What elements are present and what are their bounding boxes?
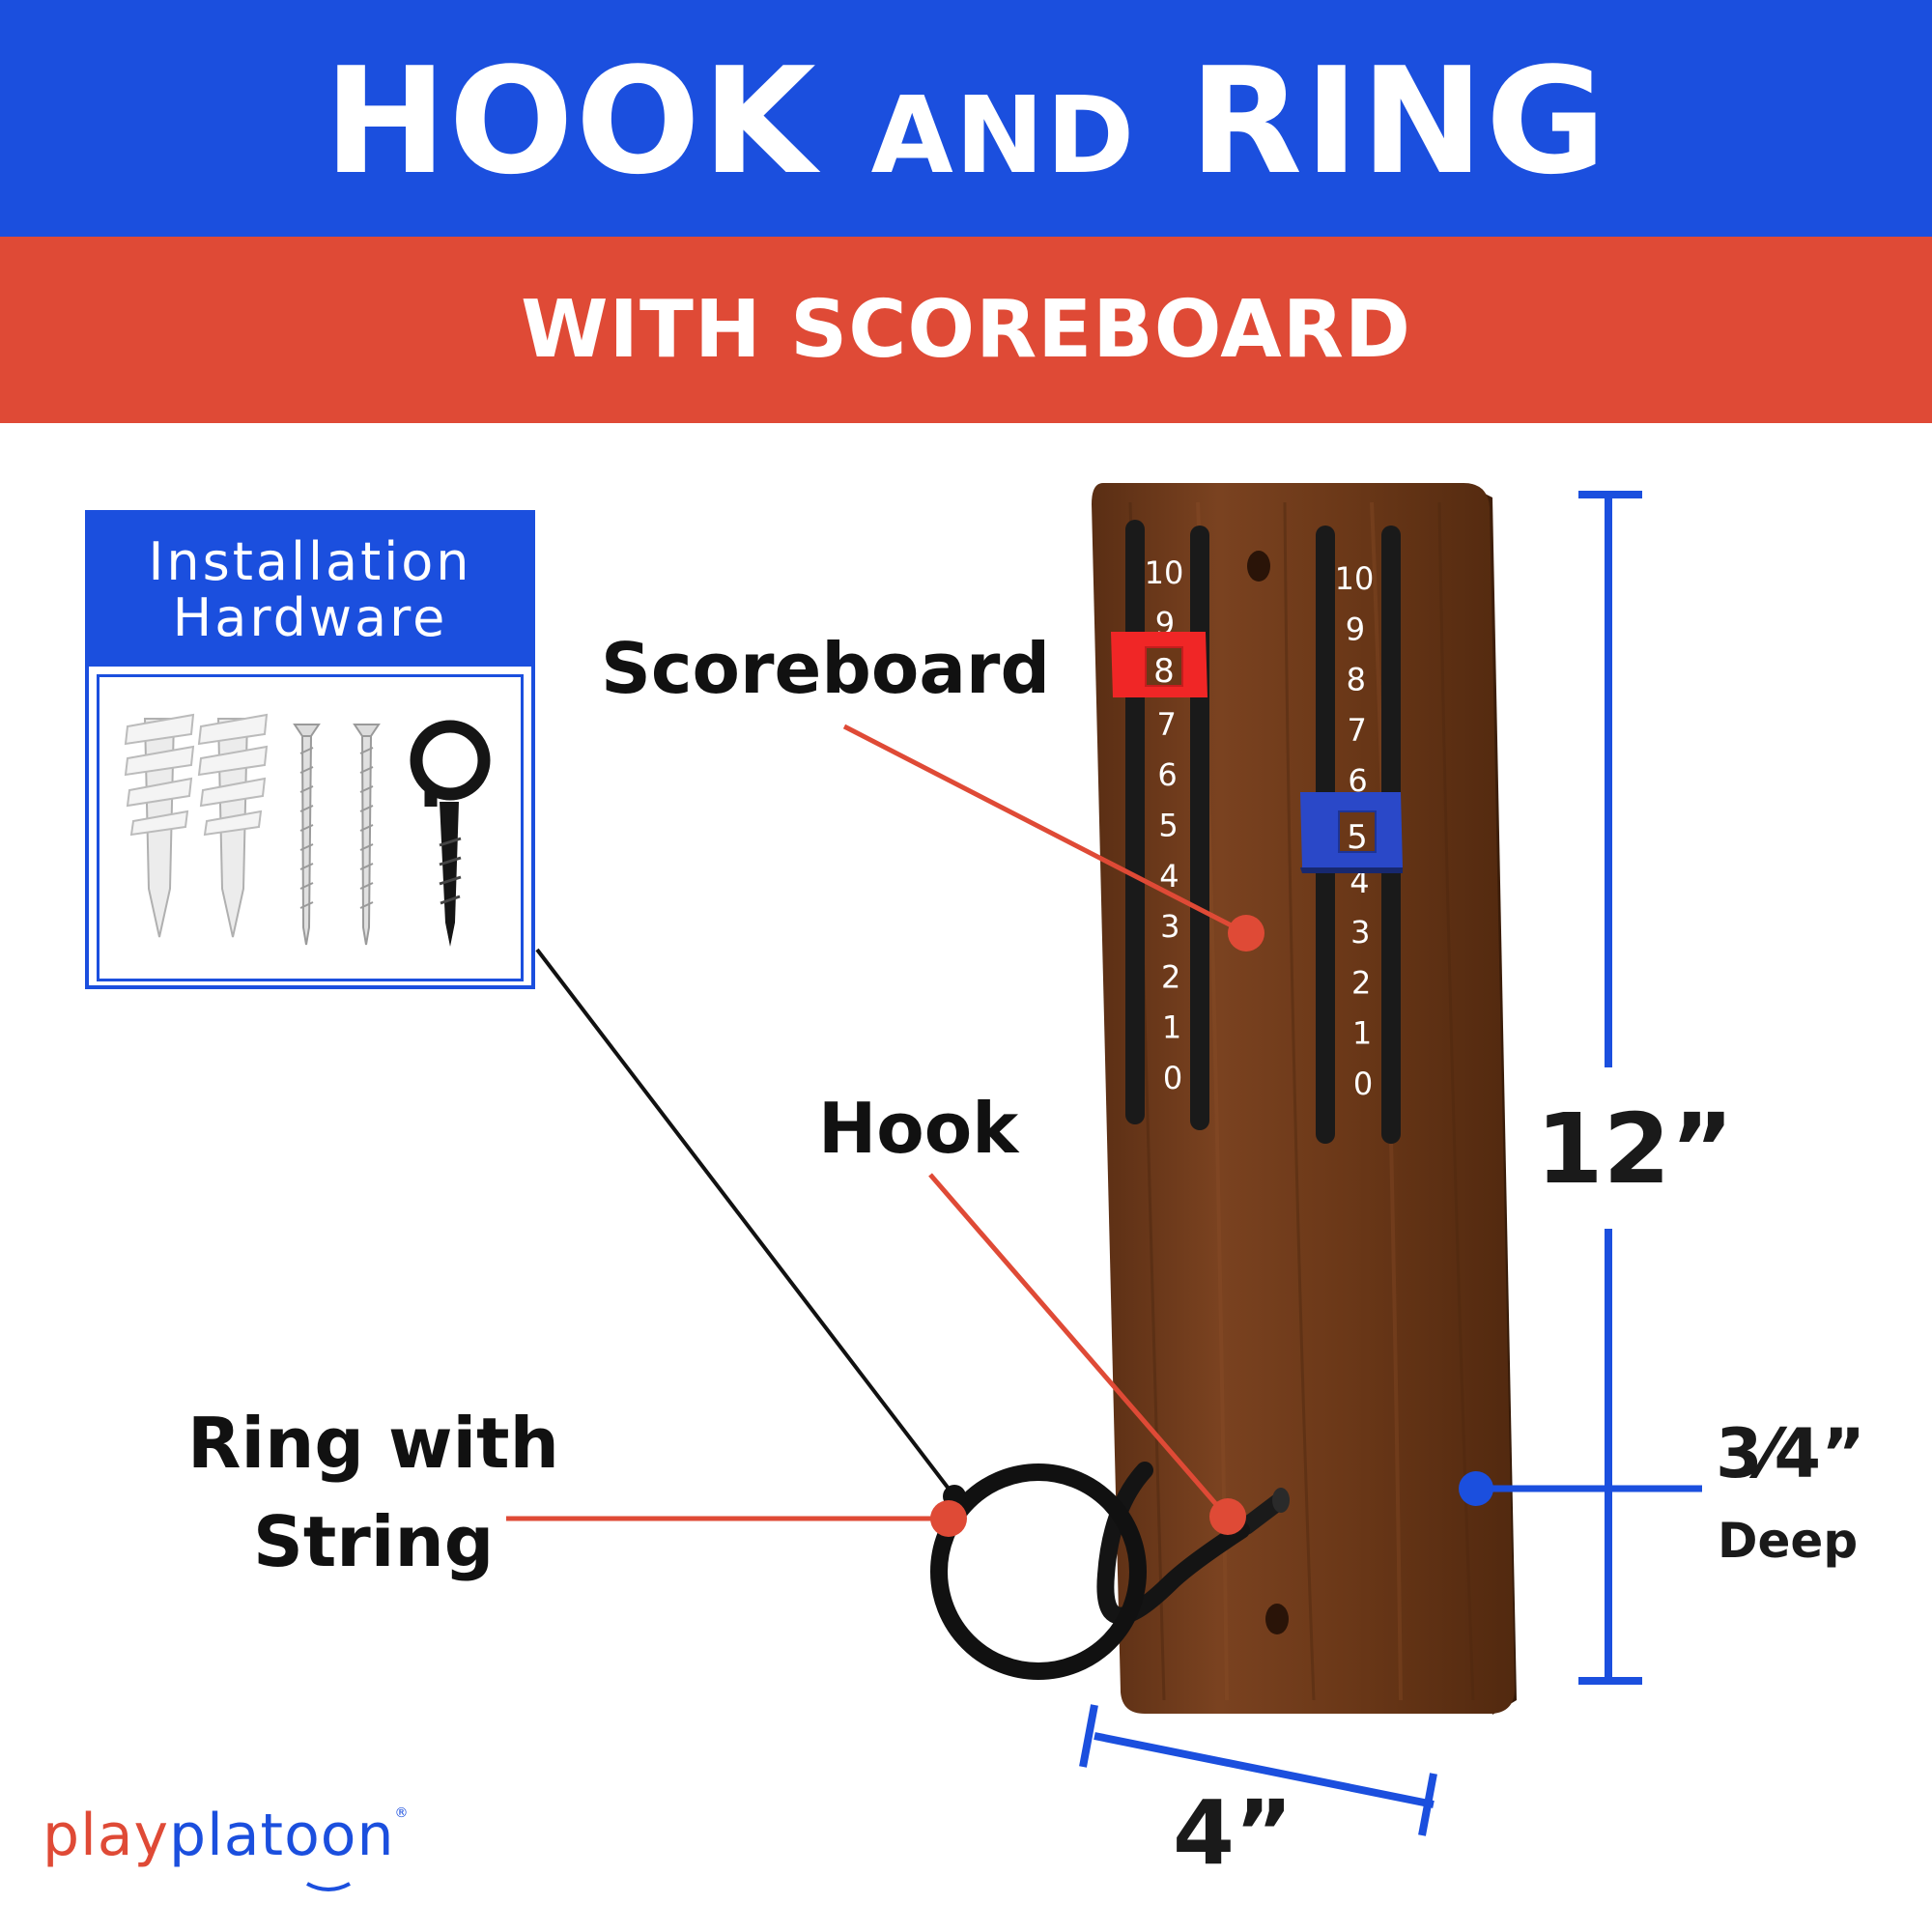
width-dimension: 4” <box>1173 1781 1293 1885</box>
right-score-number: 6 <box>1348 762 1367 799</box>
title-word-ring: RING <box>1189 35 1608 207</box>
hardware-title-line2: Hardware <box>172 587 448 648</box>
red-score-marker[interactable]: 8 <box>1111 632 1208 697</box>
right-score-number: 7 <box>1348 712 1367 749</box>
right-score-number: 0 <box>1353 1065 1373 1102</box>
brand-registered-mark: ® <box>394 1805 410 1821</box>
title-banner: HOOK AND RING <box>0 0 1932 237</box>
brand-part-play: play <box>43 1802 170 1869</box>
right-score-number: 10 <box>1335 560 1375 597</box>
depth-dimension: 3⁄4” <box>1716 1414 1866 1493</box>
installation-hardware-header: Installation Hardware <box>89 514 531 667</box>
left-score-number: 2 <box>1161 958 1180 995</box>
brand-logo: playplatoon® <box>43 1806 410 1864</box>
red-marker-value: 8 <box>1153 652 1175 691</box>
wooden-board <box>1092 483 1517 1715</box>
depth-label: Deep <box>1718 1513 1859 1569</box>
blue-score-marker[interactable]: 5 <box>1300 792 1403 873</box>
ring-label-line2: String <box>253 1501 495 1582</box>
left-score-number: 10 <box>1145 554 1184 591</box>
right-score-number: 1 <box>1352 1015 1372 1052</box>
page-title: HOOK AND RING <box>324 47 1607 197</box>
hook-label: Hook <box>818 1088 1019 1169</box>
brand-part-platoon: platoon <box>169 1802 395 1869</box>
ring-label-line1: Ring with <box>187 1403 559 1484</box>
hardware-title-line1: Installation <box>148 531 472 592</box>
left-score-number: 4 <box>1159 858 1179 895</box>
left-score-number: 6 <box>1157 756 1177 793</box>
left-score-number: 0 <box>1163 1060 1182 1096</box>
title-word-and: AND <box>870 72 1137 197</box>
dimension-lines <box>1079 491 1702 1836</box>
installation-hardware-panel: Installation Hardware <box>85 510 535 989</box>
logo-smile-icon <box>306 1882 351 1891</box>
left-score-number: 5 <box>1158 808 1178 844</box>
right-score-number: 9 <box>1346 611 1365 647</box>
subtitle-banner: WITH SCOREBOARD <box>0 237 1932 423</box>
right-score-number: 8 <box>1347 662 1366 698</box>
left-score-number: 7 <box>1157 706 1177 743</box>
left-score-number: 3 <box>1160 908 1179 945</box>
scoreboard-label: Scoreboard <box>601 628 1050 709</box>
left-score-number: 1 <box>1162 1009 1181 1046</box>
height-dimension: 12” <box>1536 1093 1734 1206</box>
hardware-contents <box>97 674 524 981</box>
callout-lines <box>506 724 1264 1537</box>
right-score-number: 3 <box>1350 914 1370 951</box>
ring-string <box>535 948 953 1494</box>
right-score-number: 2 <box>1351 964 1371 1001</box>
blue-marker-value: 5 <box>1347 818 1368 857</box>
title-word-hook: HOOK <box>324 35 818 207</box>
page-subtitle: WITH SCOREBOARD <box>521 283 1411 376</box>
